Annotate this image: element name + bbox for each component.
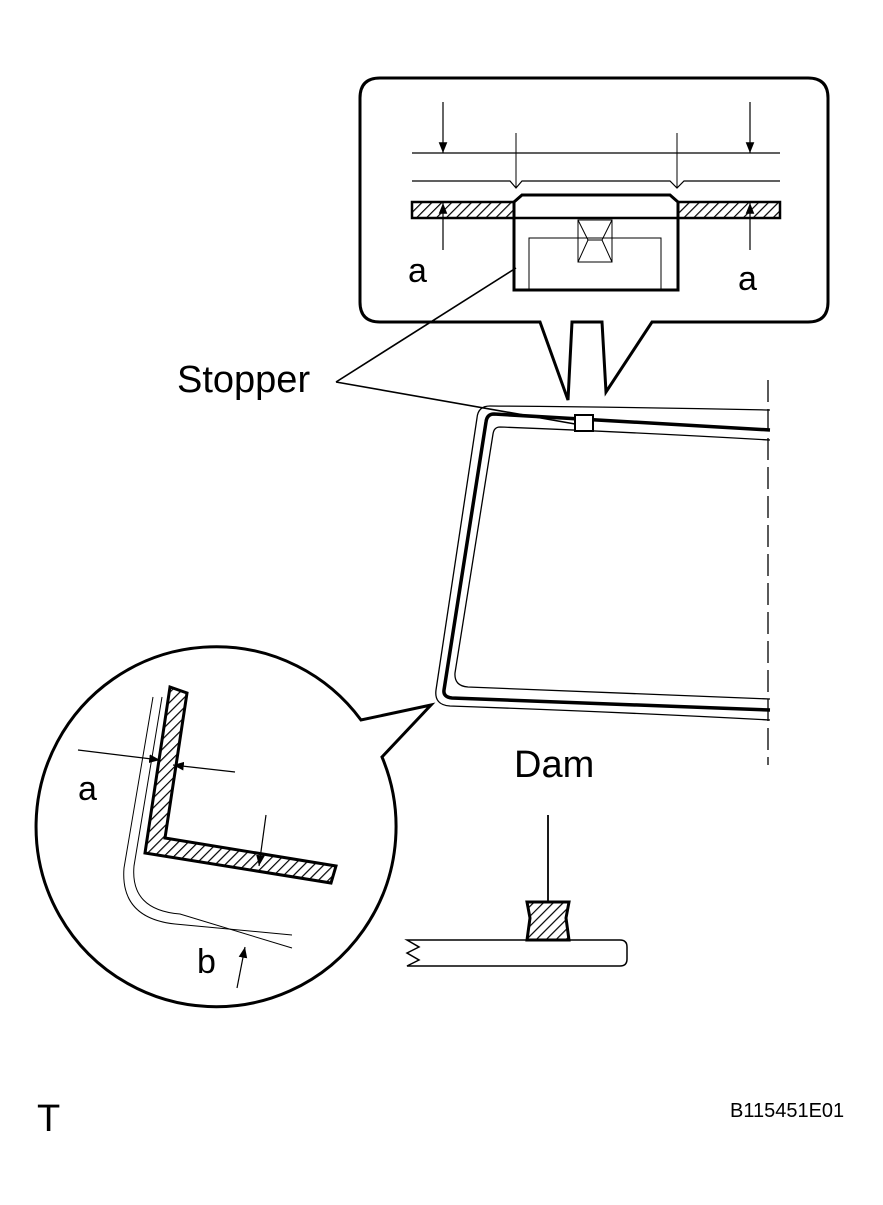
dam-cross-section: Dam xyxy=(404,744,628,967)
glass-section xyxy=(404,939,628,967)
dam-label: Dam xyxy=(514,744,594,786)
corner-dam-section xyxy=(143,684,338,885)
dim-a-label-left: a xyxy=(408,252,427,290)
dim-a-label-right: a xyxy=(738,260,757,298)
corner-letter: T xyxy=(37,1098,60,1140)
stopper-detail-callout: a a xyxy=(358,76,830,401)
figure-code: B115451E01 xyxy=(730,1100,844,1122)
corner-detail-callout: a b xyxy=(34,645,436,1009)
stopper-block xyxy=(512,193,680,292)
panel-left-section xyxy=(410,200,516,220)
callout-bubble xyxy=(358,76,830,401)
windshield-glass xyxy=(435,380,771,765)
dim-b-label-circle: b xyxy=(197,943,216,981)
dam-bead xyxy=(442,412,771,712)
stopper-label: Stopper xyxy=(177,359,310,401)
dim-a-label-circle: a xyxy=(78,770,97,808)
stopper-leader-top xyxy=(335,267,517,383)
panel-right-section xyxy=(676,200,782,220)
circle-bubble xyxy=(34,645,436,1009)
dam-bead-section xyxy=(525,900,571,942)
stopper-marker xyxy=(574,414,594,432)
